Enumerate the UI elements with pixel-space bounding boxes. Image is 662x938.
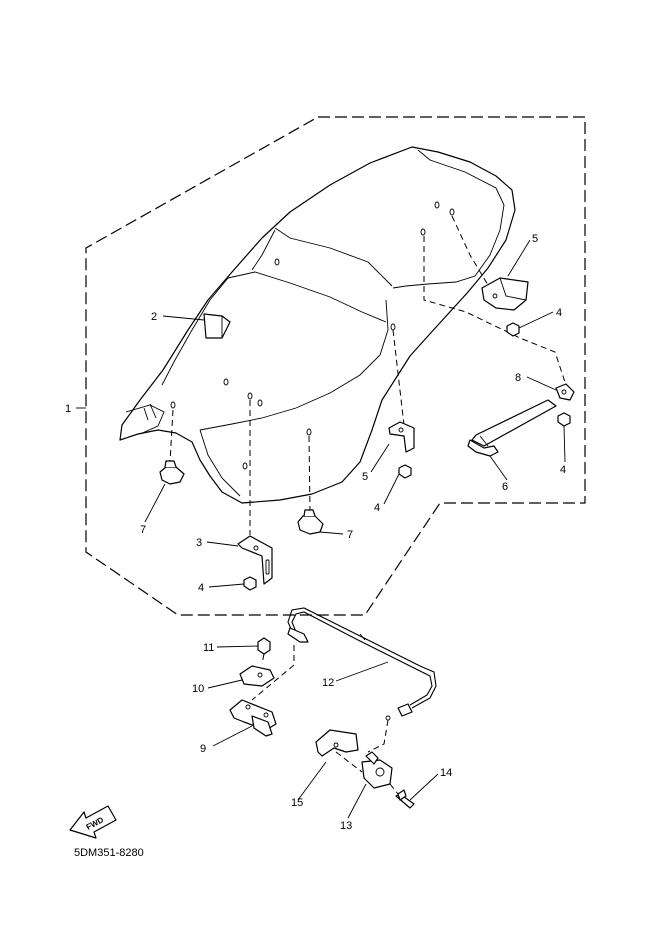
part-9-latch (229, 699, 277, 737)
callout-5-middle: 5 (362, 471, 368, 483)
callout-4-upper: 4 (556, 307, 562, 319)
callout-5-upper: 5 (532, 233, 538, 245)
callout-4-front: 4 (198, 582, 204, 594)
part-4-bolt-right (557, 412, 571, 427)
callout-2: 2 (151, 311, 157, 323)
part-12-cable (287, 607, 437, 721)
part-3-bracket (237, 535, 273, 585)
part-7-damper-right (297, 509, 324, 535)
callout-11: 11 (203, 642, 214, 654)
callout-4-middle: 4 (374, 502, 380, 514)
callout-7-right: 7 (347, 529, 353, 541)
callout-13: 13 (340, 820, 352, 832)
callout-12: 12 (322, 677, 334, 689)
callout-15: 15 (291, 797, 303, 809)
seat (119, 146, 516, 504)
assembly-boundary (85, 116, 586, 616)
part-5-bracket-upper (481, 277, 529, 311)
part-8-plate (555, 383, 575, 401)
callout-1: 1 (65, 403, 71, 415)
callout-6: 6 (502, 481, 508, 493)
callout-3: 3 (196, 537, 202, 549)
part-7-damper-left (159, 460, 185, 485)
forward-arrow: FWD (69, 805, 117, 839)
part-14-screw (395, 789, 415, 809)
part-6-strap (467, 399, 557, 457)
callout-9: 9 (200, 743, 206, 755)
part-13-lock-cylinder (361, 751, 393, 789)
part-15-holder (315, 729, 359, 757)
callout-7-left: 7 (140, 524, 146, 536)
diagram-code: 5DM351-8280 (74, 847, 144, 859)
part-4-bolt-front (243, 576, 257, 591)
part-2-label-plate (203, 313, 231, 339)
part-11-nut (257, 637, 271, 655)
part-10-plate (239, 665, 275, 687)
callout-8: 8 (515, 372, 521, 384)
part-4-bolt-middle (398, 464, 412, 479)
callout-14: 14 (440, 767, 452, 779)
callout-4-right: 4 (560, 464, 566, 476)
callout-numbers: 1 2 3 4 4 4 4 5 5 6 7 7 8 9 10 11 12 13 … (65, 233, 566, 832)
callout-leaders (76, 239, 566, 819)
assembly-lines (169, 215, 567, 535)
callout-10: 10 (192, 683, 204, 695)
part-4-bolt-upper (506, 322, 520, 337)
part-5-bracket-middle (388, 421, 415, 453)
